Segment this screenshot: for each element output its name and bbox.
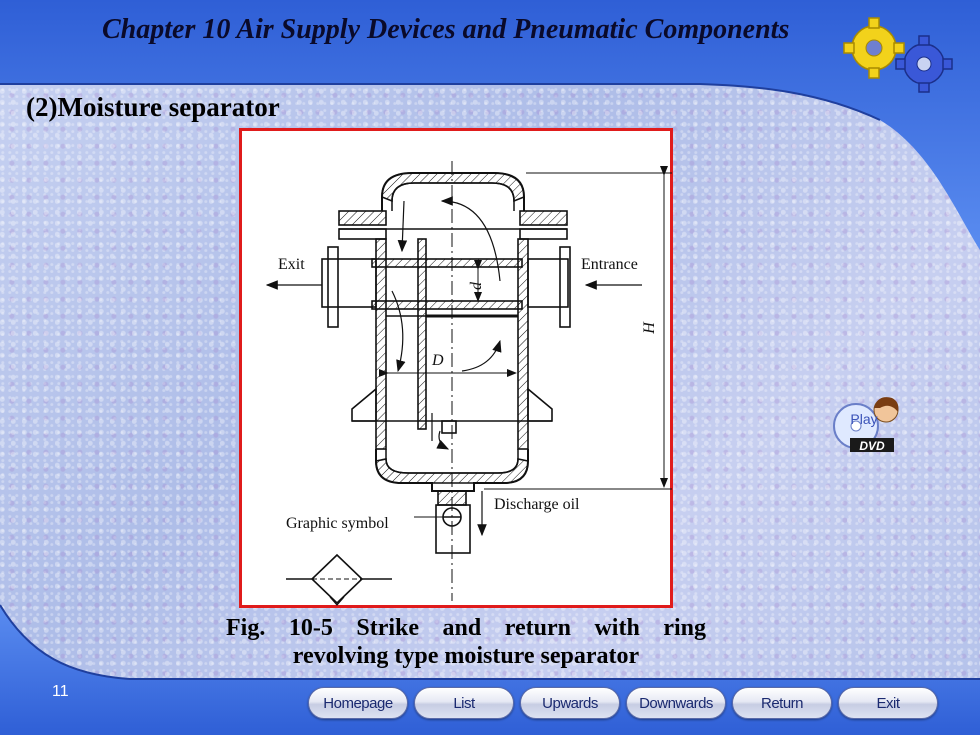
d-small-label: d — [468, 282, 485, 290]
navigation-bar: Homepage List Upwards Downwards Return E… — [308, 687, 938, 719]
separator-drawing — [265, 161, 672, 606]
top-wave-decoration — [0, 0, 980, 250]
caption-line-1: Fig. 10-5 Strike and return with ring — [226, 615, 706, 641]
d-large-label: D — [432, 352, 444, 369]
downwards-button[interactable]: Downwards — [626, 687, 726, 719]
figure-caption: Fig. 10-5 Strike and return with ring re… — [226, 614, 706, 670]
moisture-separator-figure: Exit Entrance d D H Discharge oil Graphi… — [239, 128, 673, 608]
play-dvd-button[interactable]: Play DVD — [828, 392, 900, 466]
page-number: 11 — [52, 683, 69, 700]
discharge-oil-label: Discharge oil — [494, 496, 580, 513]
entrance-label: Entrance — [581, 256, 638, 273]
homepage-button[interactable]: Homepage — [308, 687, 408, 719]
play-text: Play — [850, 411, 877, 427]
section-title: (2)Moisture separator — [26, 92, 280, 122]
graphic-symbol-label: Graphic symbol — [286, 515, 389, 532]
exit-button[interactable]: Exit — [838, 687, 938, 719]
list-button[interactable]: List — [414, 687, 514, 719]
header-title: Chapter 10 Air Supply Devices and Pneuma… — [102, 14, 790, 45]
return-button[interactable]: Return — [732, 687, 832, 719]
height-label: H — [640, 322, 658, 334]
exit-label: Exit — [278, 256, 305, 273]
caption-line-2: revolving type moisture separator — [292, 643, 640, 669]
upwards-button[interactable]: Upwards — [520, 687, 620, 719]
gears-icon — [843, 17, 953, 93]
dvd-text: DVD — [859, 439, 885, 453]
